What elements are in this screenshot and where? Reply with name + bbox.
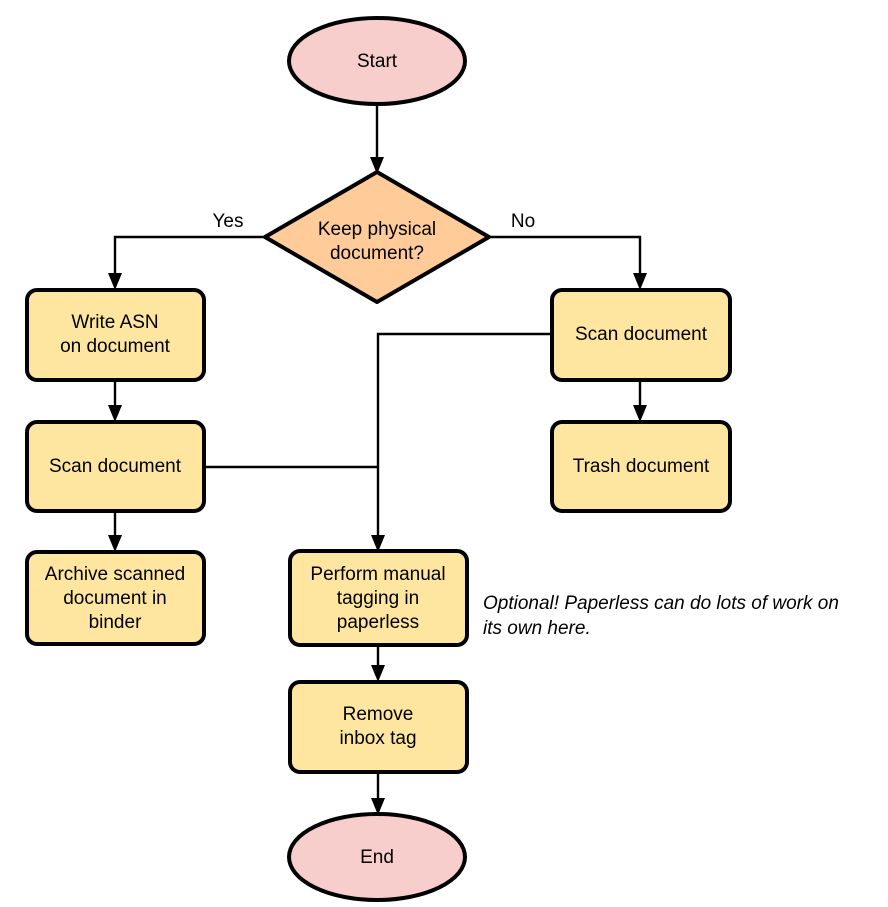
edge-decision-no-to-scan-right (489, 235, 647, 290)
archive-box[interactable] (25, 550, 206, 646)
end-label: End (360, 847, 394, 868)
remove-inbox-label-line1: Remove (343, 704, 414, 725)
edge-start-to-decision (370, 104, 384, 174)
arrowhead-icon (108, 535, 122, 552)
edge-label-no: No (511, 211, 535, 232)
remove-inbox-label-line2: inbox tag (339, 728, 416, 749)
edge-scan-left-to-archive (108, 511, 122, 552)
tagging-label-line1: Perform manual (310, 564, 445, 585)
start-label: Start (357, 51, 398, 72)
edge-line (113, 235, 265, 278)
node-scan-document-left[interactable]: Scan document (25, 420, 206, 513)
decision-diamond[interactable] (263, 170, 491, 304)
write-asn-label-line2: on document (60, 336, 171, 357)
arrowhead-icon (370, 157, 384, 174)
node-start[interactable]: Start (287, 16, 467, 106)
archive-label-line2: document in (63, 588, 167, 609)
node-end[interactable]: End (287, 812, 467, 902)
decision-label-line1: Keep physical (318, 219, 436, 240)
write-asn-box[interactable] (25, 288, 206, 382)
node-remove-inbox-tag[interactable]: Remove inbox tag (288, 680, 469, 774)
annotation-optional-note: Optional! Paperless can do lots of work … (483, 593, 839, 639)
archive-label-line1: Archive scanned (45, 564, 185, 585)
edge-scan-right-to-tagging (371, 332, 552, 552)
node-archive-scanned-document[interactable]: Archive scanned document in binder (25, 550, 206, 646)
tagging-label-line3: paperless (337, 612, 419, 633)
arrowhead-icon (633, 405, 647, 422)
scan-document-left-label: Scan document (49, 456, 182, 477)
edge-decision-yes-to-write-asn (108, 235, 265, 290)
optional-note-line1: Optional! Paperless can do lots of work … (483, 593, 839, 614)
scan-document-right-box[interactable] (550, 288, 732, 382)
remove-inbox-box[interactable] (288, 680, 469, 774)
arrowhead-icon (371, 665, 385, 682)
edge-remove-inbox-to-end (371, 772, 385, 815)
arrowhead-icon (108, 405, 122, 422)
edge-line (489, 235, 642, 278)
tagging-label-line2: tagging in (337, 588, 419, 609)
edge-scan-right-to-trash (633, 380, 647, 422)
node-trash-document[interactable]: Trash document (550, 420, 732, 513)
archive-label-line3: binder (89, 612, 142, 633)
node-perform-manual-tagging[interactable]: Perform manual tagging in paperless (288, 549, 469, 647)
write-asn-label-line1: Write ASN (71, 312, 158, 333)
arrowhead-icon (108, 273, 122, 290)
start-ellipse[interactable] (287, 16, 467, 106)
node-scan-document-right[interactable]: Scan document (550, 288, 732, 382)
arrowhead-icon (633, 273, 647, 290)
edge-line (376, 332, 552, 540)
edge-label-yes: Yes (213, 211, 244, 232)
optional-note-line2: its own here. (483, 618, 591, 639)
scan-document-left-box[interactable] (25, 420, 206, 513)
tagging-box[interactable] (288, 549, 469, 647)
node-write-asn-on-document[interactable]: Write ASN on document (25, 288, 206, 382)
edge-write-asn-to-scan-left (108, 380, 122, 422)
arrowhead-icon (371, 798, 385, 815)
scan-document-right-label: Scan document (575, 324, 708, 345)
node-decision-keep-physical-document[interactable]: Keep physical document? (263, 170, 491, 304)
trash-document-label: Trash document (573, 456, 710, 477)
trash-document-box[interactable] (550, 420, 732, 513)
edge-tagging-to-remove-inbox (371, 645, 385, 682)
end-ellipse[interactable] (287, 812, 467, 902)
decision-label-line2: document? (330, 243, 424, 264)
arrowhead-icon (371, 535, 385, 552)
